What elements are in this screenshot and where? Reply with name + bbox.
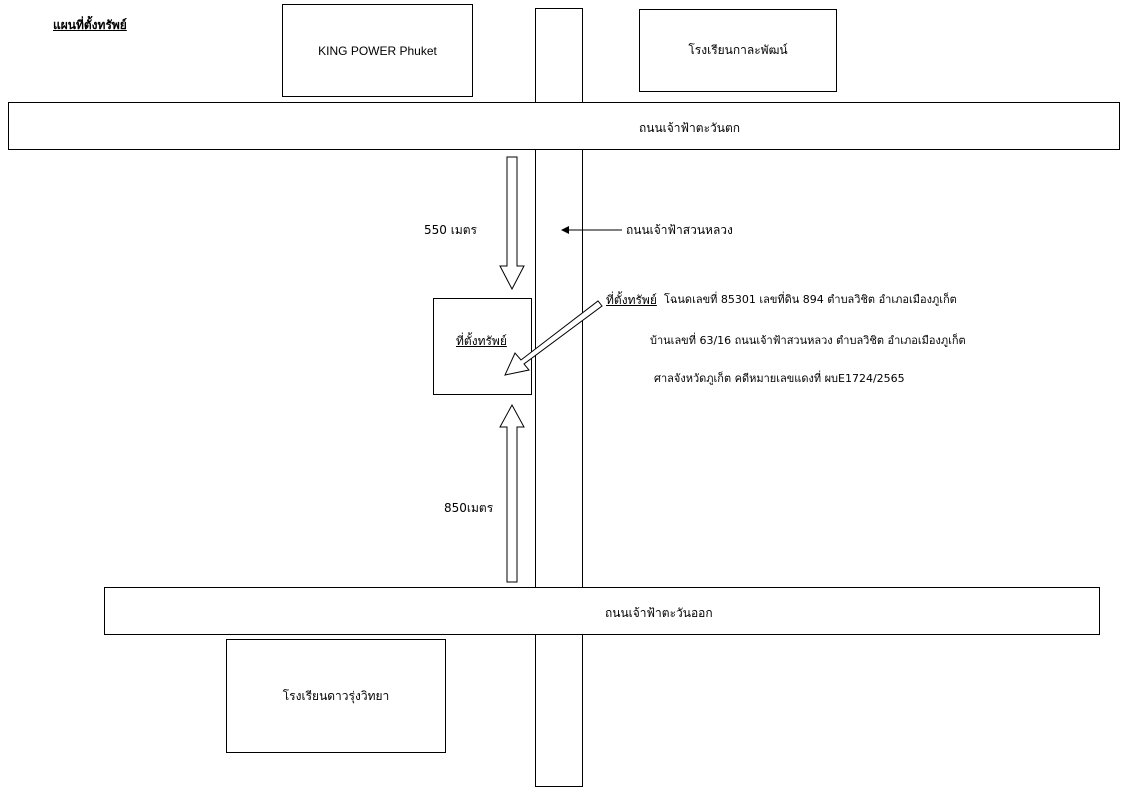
king-power-label: KING POWER Phuket — [318, 43, 437, 58]
property-box-label: ที่ตั้งทรัพย์ — [456, 334, 507, 348]
arrow-down-550 — [499, 156, 525, 291]
school-bottom-label: โรงเรียนดาวรุ่งวิทยา — [282, 688, 390, 703]
arrow-up-850 — [499, 403, 525, 583]
road-east-label: ถนนเจ้าฟ้าตะวันออก — [605, 606, 713, 620]
road-pointer-head — [561, 226, 569, 234]
property-label: ที่ตั้งทรัพย์ — [606, 293, 657, 307]
road-west: ถนนเจ้าฟ้าตะวันตก — [8, 102, 1120, 150]
landmark-school-top: โรงเรียนกาละพัฒน์ — [639, 9, 837, 92]
property-line1: โฉนดเลขที่ 85301 เลขที่ดิน 894 ตำบลวิชิต… — [664, 293, 957, 306]
property-line3: ศาลจังหวัดภูเก็ต คดีหมายเลขแดงที่ ผบE172… — [654, 372, 905, 385]
landmark-school-bottom: โรงเรียนดาวรุ่งวิทยา — [226, 639, 446, 753]
distance-north: 550 เมตร — [424, 223, 477, 237]
property-box: ที่ตั้งทรัพย์ — [433, 298, 532, 395]
distance-south: 850เมตร — [444, 501, 494, 515]
property-line2: บ้านเลขที่ 63/16 ถนนเจ้าฟ้าสวนหลวง ตำบลว… — [650, 334, 966, 347]
landmark-king-power: KING POWER Phuket — [282, 4, 473, 97]
school-top-label: โรงเรียนกาละพัฒน์ — [688, 43, 788, 57]
road-vertical-label: ถนนเจ้าฟ้าสวนหลวง — [626, 223, 733, 237]
arrow-diagonal-property — [504, 300, 603, 376]
map-title: แผนที่ตั้งทรัพย์ — [53, 18, 127, 32]
road-east: ถนนเจ้าฟ้าตะวันออก — [104, 587, 1100, 635]
road-west-label: ถนนเจ้าฟ้าตะวันตก — [639, 121, 741, 135]
